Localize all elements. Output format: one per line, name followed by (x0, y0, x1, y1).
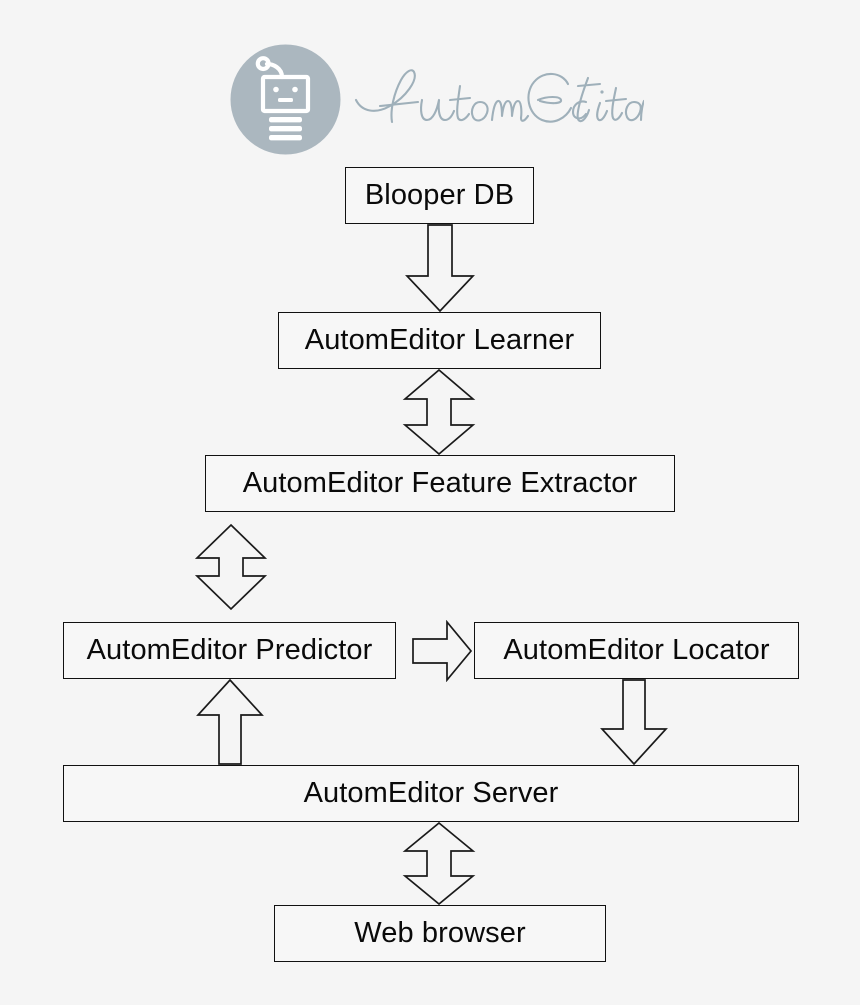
arrow-bidirectional-icon-server-to-web-browser (402, 822, 476, 905)
node-web-browser[interactable]: Web browser (274, 905, 606, 962)
node-automeditor-feature-extractor[interactable]: AutomEditor Feature Extractor (205, 455, 675, 512)
logo-wordmark (352, 56, 646, 144)
arrow-bidirectional-icon-learner-to-feature-extractor (402, 369, 476, 455)
logo (228, 42, 648, 162)
node-blooper-db[interactable]: Blooper DB (345, 167, 534, 224)
robot-avatar-icon (228, 42, 343, 157)
node-automeditor-server[interactable]: AutomEditor Server (63, 765, 799, 822)
node-automeditor-predictor[interactable]: AutomEditor Predictor (63, 622, 396, 679)
arrow-right-icon-predictor-to-locator (411, 620, 473, 682)
arrow-up-icon-server-to-predictor (196, 679, 264, 765)
arrow-bidirectional-icon-feature-extractor-to-predictor (194, 512, 268, 622)
arrow-down-icon-db-to-learner (405, 224, 475, 312)
arrow-down-icon-locator-to-server (600, 679, 668, 765)
node-automeditor-locator[interactable]: AutomEditor Locator (474, 622, 799, 679)
node-automeditor-learner[interactable]: AutomEditor Learner (278, 312, 601, 369)
